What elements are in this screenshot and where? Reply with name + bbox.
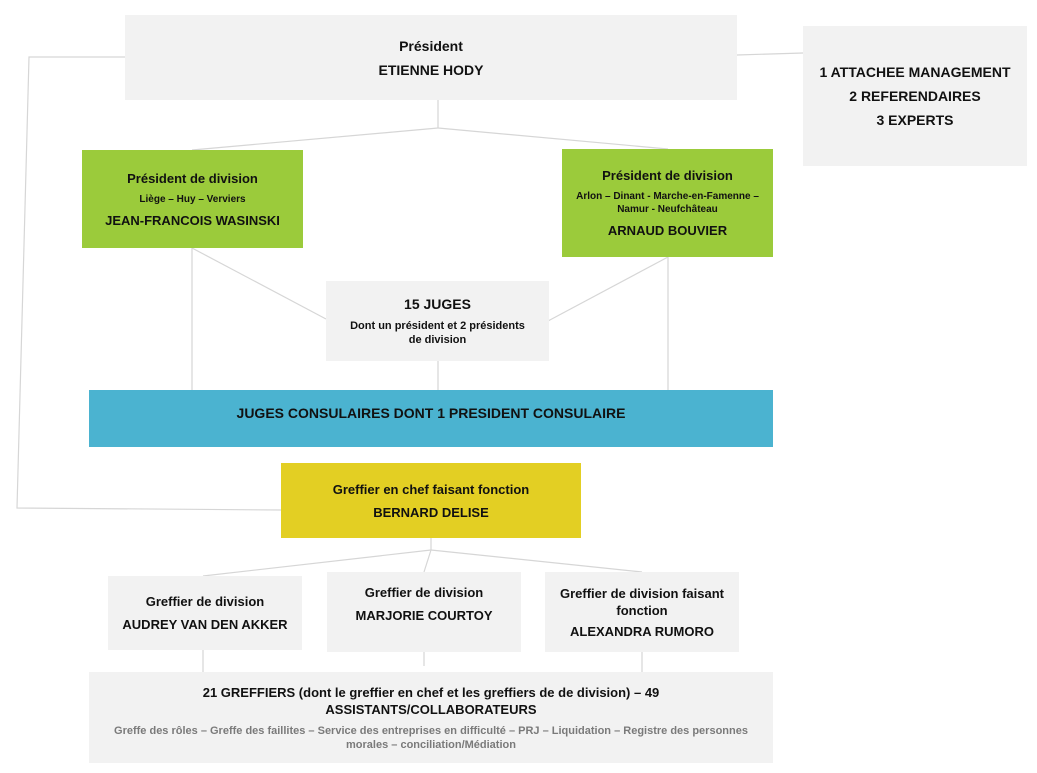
connector-branch-right [437,127,669,150]
connector-clerk-branch-middle [423,549,432,573]
judges-note: Dont un président et 2 présidents de div… [350,320,525,346]
registry-headline: 21 GREFFIERS (dont le greffier en chef e… [202,684,660,717]
president-name: ETIENNE HODY [378,61,484,78]
president-role: Président [399,37,463,54]
division-left-name: JEAN-FRANCOIS WASINSKI [105,212,280,228]
judges-box: 15 JUGES Dont un président et 2 présiden… [326,281,549,361]
staff-box: 1 ATTACHEE MANAGEMENT 2 REFERENDAIRES 3 … [803,26,1027,166]
division-left-role: Président de division [127,170,258,186]
consular-judges-box: JUGES CONSULAIRES DONT 1 PRESIDENT CONSU… [89,390,773,447]
connector-president-staff [736,52,804,56]
division-right-region: Arlon – Dinant - Marche-en-Famenne – Nam… [576,191,759,215]
division-president-right-box: Président de division Arlon – Dinant - M… [562,149,773,257]
staff-line-1: 1 ATTACHEE MANAGEMENT [819,64,1011,80]
staff-line-2: 2 REFERENDAIRES [849,88,981,104]
connector-left-division-judges [191,247,327,320]
division-left-region: Liège – Huy – Verviers [139,193,246,205]
registry-services: Greffe des rôles – Greffe des faillites … [114,724,748,751]
clerk3-role: Greffier de division faisant fonction [560,585,724,618]
division-clerk-box-3: Greffier de division faisant fonction AL… [545,572,739,652]
division-president-left-box: Président de division Liège – Huy – Verv… [82,150,303,248]
staff-line-3: 3 EXPERTS [876,112,954,128]
chief-clerk-box: Greffier en chef faisant fonction BERNAR… [281,463,581,538]
clerk1-name: AUDREY VAN DEN AKKER [122,617,288,632]
division-clerk-box-1: Greffier de division AUDREY VAN DEN AKKE… [108,576,302,650]
clerk2-name: MARJORIE COURTOY [355,608,493,623]
judges-title: 15 JUGES [404,296,471,312]
connector-right-division-judges [547,256,669,322]
clerk2-role: Greffier de division [364,585,484,600]
chief-clerk-name: BERNARD DELISE [373,504,489,520]
clerk1-role: Greffier de division [145,594,265,609]
connector-clerk-branch-right [430,549,643,573]
connector-president-chief-clerk [16,56,282,511]
clerk3-name: ALEXANDRA RUMORO [570,623,714,639]
connector-clerk-branch-left [202,549,432,577]
consular-label: JUGES CONSULAIRES DONT 1 PRESIDENT CONSU… [236,405,626,421]
division-right-role: Président de division [602,168,733,183]
registry-box: 21 GREFFIERS (dont le greffier en chef e… [89,672,773,763]
division-right-name: ARNAUD BOUVIER [607,223,728,238]
president-box: Président ETIENNE HODY [125,15,737,100]
connector-branch-left [191,127,439,151]
chief-clerk-role: Greffier en chef faisant fonction [332,481,530,497]
division-clerk-box-2: Greffier de division MARJORIE COURTOY [327,572,521,652]
